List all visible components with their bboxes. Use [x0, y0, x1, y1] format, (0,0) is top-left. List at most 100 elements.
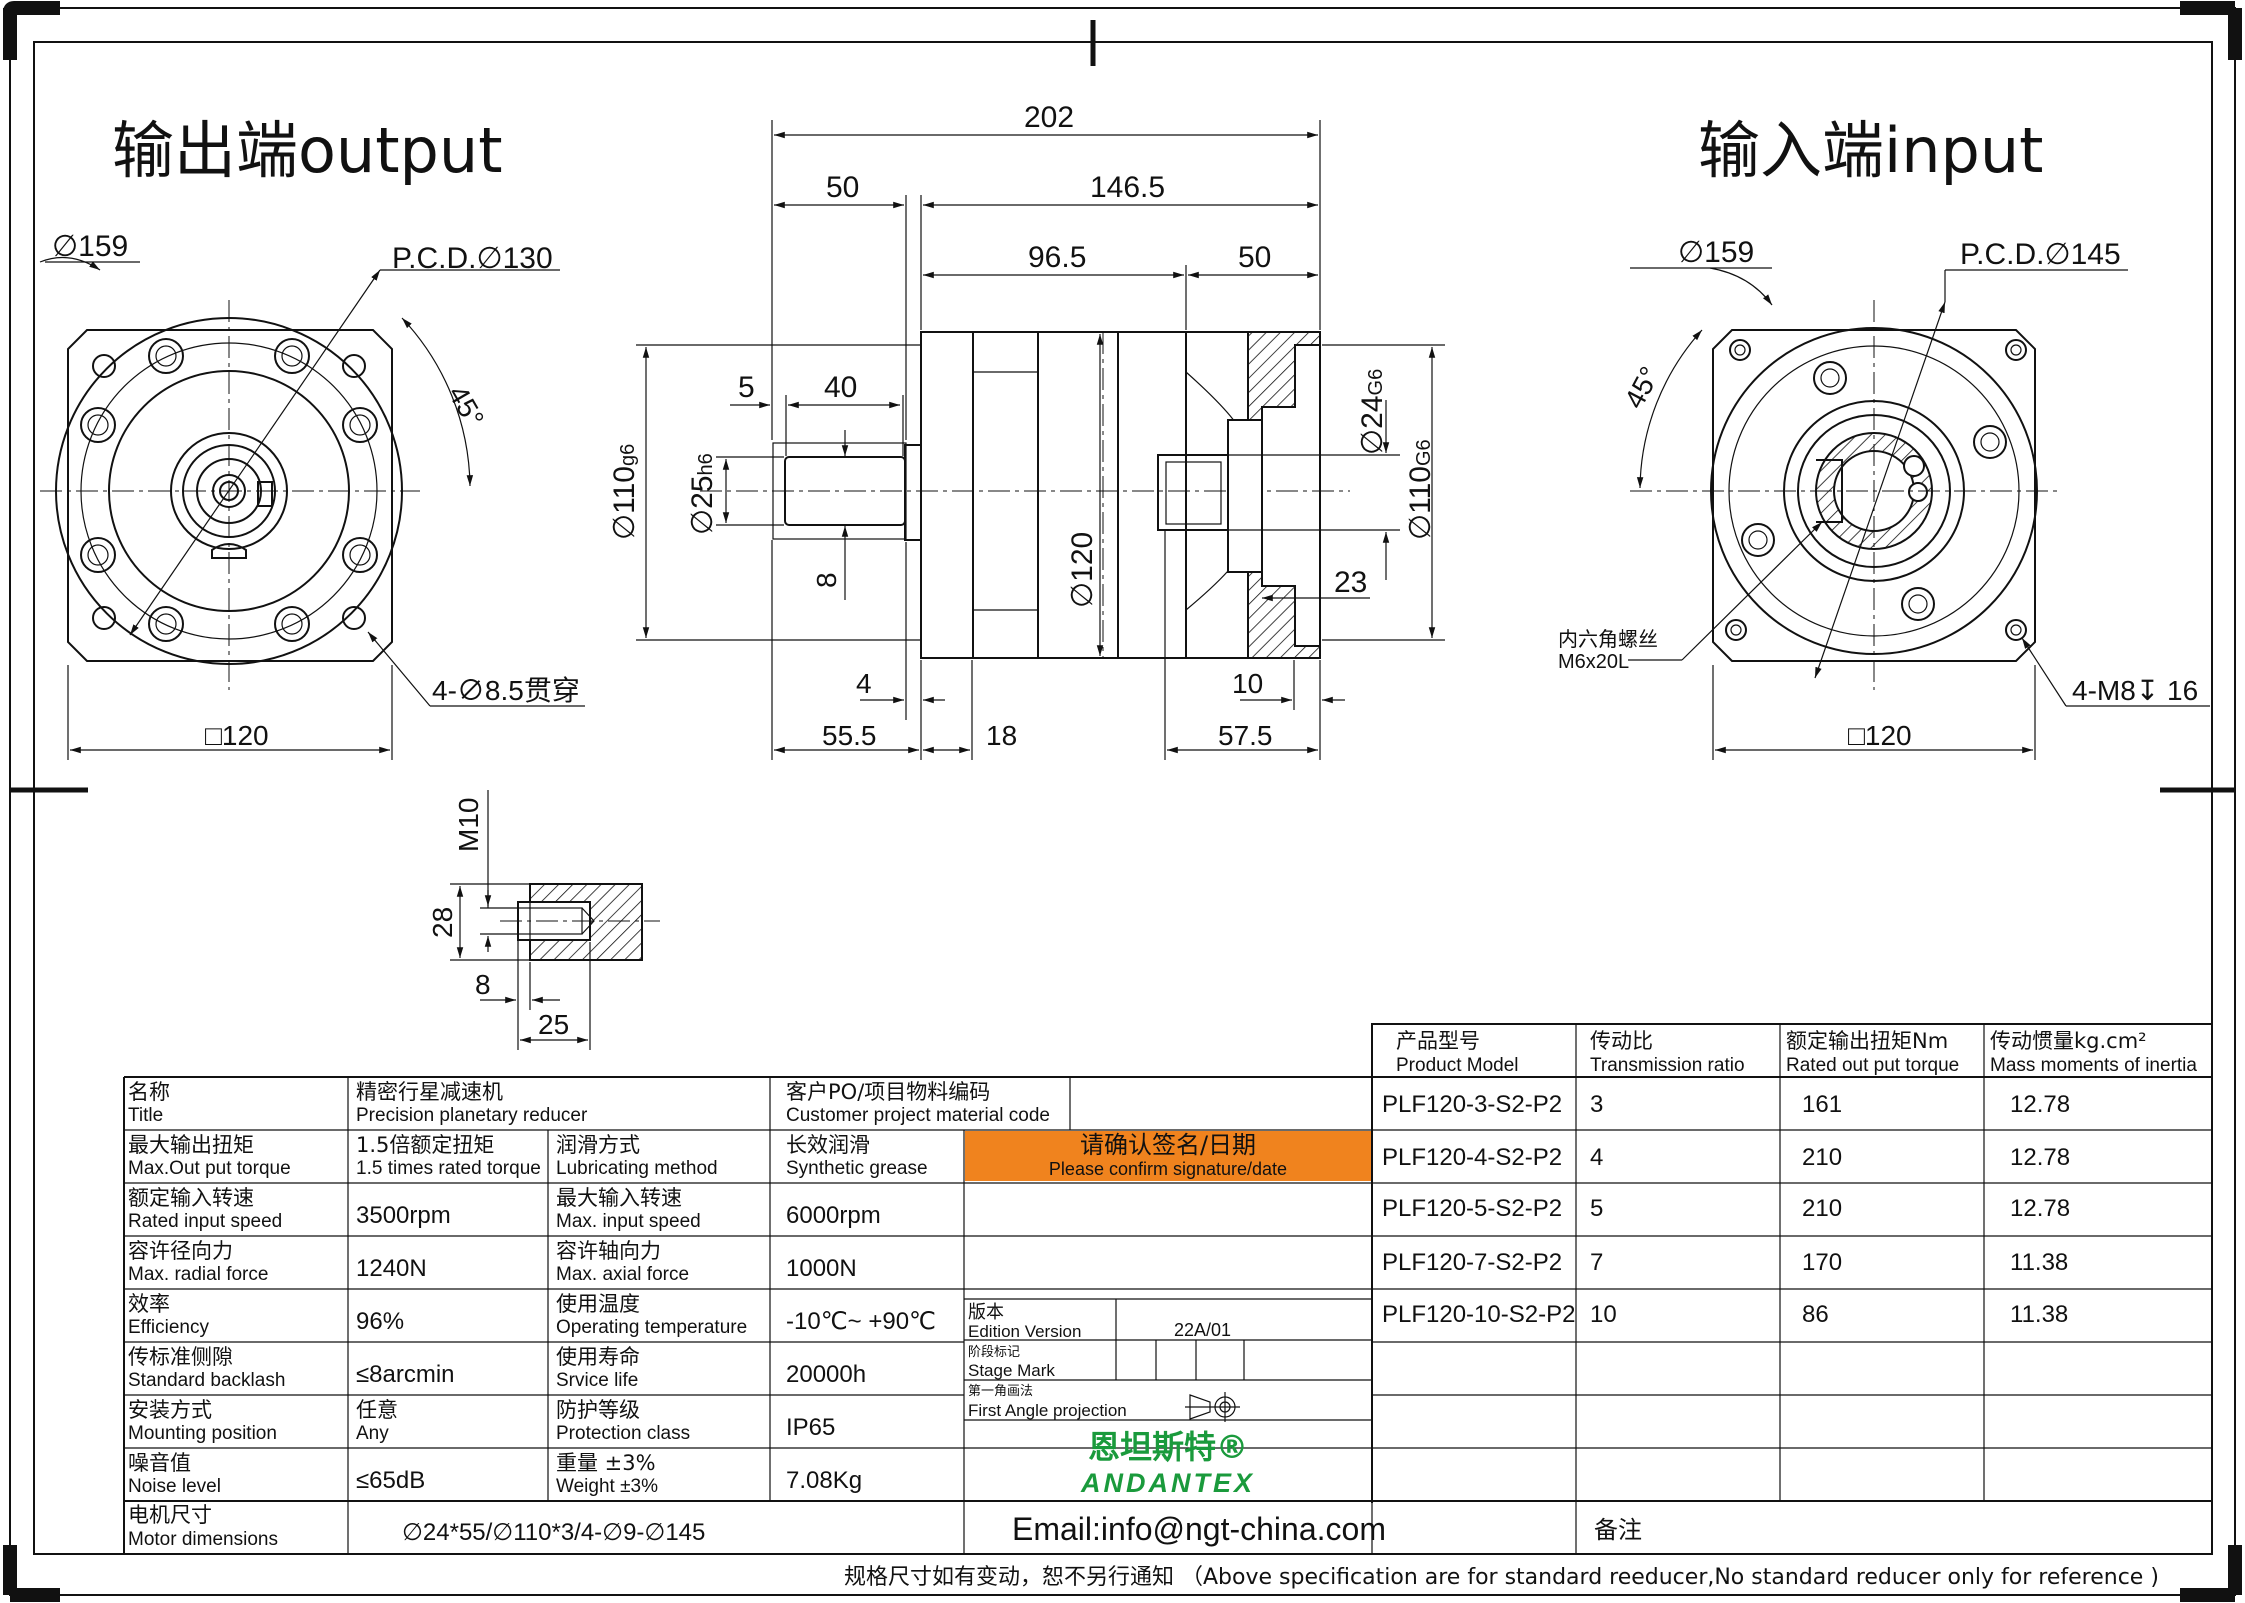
stage-cn: 阶段标记 [968, 1345, 1020, 1360]
input-view-title: 输入端input [1698, 114, 2043, 187]
spec-cell-cn: 精密行星减速机 [356, 1080, 503, 1104]
input-hole-spec: 4-M8↧ 16 [2072, 675, 2198, 706]
spec-cell-value: 1240N [356, 1255, 427, 1282]
model-name: PLF120-7-S2-P2 [1382, 1249, 1562, 1276]
signature-box[interactable] [965, 1131, 1371, 1181]
svg-text:∅110G6: ∅110G6 [1404, 439, 1437, 540]
model-header-en: Product Model [1396, 1055, 1519, 1076]
footer-note: 规格尺寸如有变动，恕不另行通知 （Above specification are… [844, 1565, 2159, 1590]
model-name: PLF120-10-S2-P2 [1382, 1301, 1575, 1328]
model-value: 12.78 [2010, 1091, 2070, 1118]
spec-cell-value: ≤65dB [356, 1467, 425, 1494]
spec-cell-cn: 额定输入转速 [128, 1186, 254, 1210]
spec-cell-cn: 润滑方式 [556, 1133, 640, 1157]
spec-cell-cn: 传标准侧隙 [128, 1345, 233, 1369]
dim-key-offset: 5 [738, 371, 755, 404]
model-header-en: Mass moments of inertia [1990, 1055, 2197, 1076]
spec-cell-en: Title [128, 1105, 163, 1126]
spec-cell-value: ≤8arcmin [356, 1361, 455, 1388]
spec-cell-value: 3500rpm [356, 1202, 451, 1229]
spec-cell-en: Max.Out put torque [128, 1158, 291, 1179]
dim-spigot-tol: g6 [617, 444, 639, 466]
edition-en: Edition Version [968, 1322, 1081, 1341]
side-section-view: 202 50 146.5 96.5 50 5 40 ∅110g6 ∅25h6 8… [608, 101, 1445, 760]
output-pcd-label: P.C.D.∅130 [392, 242, 553, 275]
dim-bore-tol: G6 [1365, 369, 1387, 396]
input-square: □120 [1848, 720, 1912, 751]
dim-shaft-tol: h6 [695, 453, 717, 475]
dim-input-spigot-dia: ∅110 [1404, 466, 1437, 540]
output-square: □120 [205, 720, 269, 751]
model-value: 3 [1590, 1091, 1603, 1118]
model-value: 4 [1590, 1144, 1603, 1171]
brand-logo-cn: 恩坦斯特® [1088, 1428, 1248, 1466]
spec-cell-en: Synthetic grease [786, 1158, 928, 1179]
model-value: 10 [1590, 1301, 1617, 1328]
spec-cell-value: 6000rpm [786, 1202, 881, 1229]
spec-cell-en: Srvice life [556, 1370, 638, 1391]
motor-dim-en: Motor dimensions [128, 1529, 278, 1550]
spec-cell-en: Operating temperature [556, 1317, 747, 1338]
motor-dim-cn: 电机尺寸 [128, 1503, 212, 1527]
spec-cell-en: Noise level [128, 1476, 221, 1497]
model-value: 86 [1802, 1301, 1829, 1328]
spec-cell-cn: 噪音值 [128, 1451, 191, 1475]
edition-value: 22A/01 [1174, 1320, 1231, 1340]
model-header-cn: 额定输出扭矩Nm [1786, 1029, 1948, 1053]
svg-text:∅110g6: ∅110g6 [608, 444, 641, 540]
model-value: 7 [1590, 1249, 1603, 1276]
spec-cell-en: Mounting position [128, 1423, 277, 1444]
spec-cell-cn: 任意 [356, 1398, 398, 1422]
input-screw-label-size: M6x20L [1558, 651, 1629, 673]
spec-cell-cn: 容许径向力 [128, 1239, 233, 1263]
dim-input-spigot-tol: G6 [1413, 439, 1435, 466]
dim-len-55: 55.5 [822, 720, 877, 751]
model-value: 161 [1802, 1091, 1842, 1118]
stage-en: Stage Mark [968, 1361, 1055, 1380]
model-header-cn: 产品型号 [1396, 1029, 1480, 1053]
brand-logo-en: ANDANTEX [1080, 1468, 1255, 1498]
output-angle: 45° [442, 380, 490, 432]
thread-detail-view: M10 28 8 25 [427, 790, 660, 1050]
input-screw-label-cn: 内六角螺丝 [1558, 627, 1658, 651]
signature-en: Please confirm signature/date [1049, 1159, 1287, 1179]
output-end-view: 输出端output P.C.D.∅130 [39, 114, 585, 760]
dim-depth-23: 23 [1334, 566, 1367, 599]
input-end-view: 输入端input P.C.D.∅145 ∅159 45° 内六角螺丝 M6x20… [1558, 114, 2210, 760]
thread-size: M10 [453, 798, 484, 852]
model-value: 170 [1802, 1249, 1842, 1276]
model-value: 12.78 [2010, 1144, 2070, 1171]
thread-d25: 25 [538, 1009, 569, 1040]
model-value: 210 [1802, 1144, 1842, 1171]
spec-cell-cn: 效率 [128, 1292, 170, 1316]
dim-input-length: 50 [1238, 241, 1271, 274]
spec-cell-cn: 使用温度 [556, 1292, 640, 1316]
model-name: PLF120-4-S2-P2 [1382, 1144, 1562, 1171]
output-hole-spec: 4-∅8.5贯穿 [432, 675, 580, 706]
input-outer-dia: ∅159 [1678, 236, 1754, 269]
spec-cell-cn: 客户PO/项目物料编码 [786, 1080, 990, 1104]
thread-depth: 28 [427, 907, 458, 938]
dim-len-57: 57.5 [1218, 720, 1273, 751]
projection-cn: 第一角画法 [968, 1384, 1033, 1399]
spec-cell-en: Rated input speed [128, 1211, 282, 1232]
dim-right-section: 146.5 [1090, 171, 1165, 204]
model-value: 11.38 [2010, 1249, 2068, 1276]
model-header-cn: 传动比 [1590, 1029, 1653, 1053]
edition-cn: 版本 [968, 1302, 1004, 1323]
spec-cell-value: -10℃~ +90℃ [786, 1308, 936, 1335]
contact-email[interactable]: Email:info@ngt-china.com [1012, 1511, 1386, 1547]
model-name: PLF120-5-S2-P2 [1382, 1195, 1562, 1222]
dim-body-dia: ∅120 [1066, 532, 1099, 608]
dim-len-18: 18 [986, 720, 1017, 751]
output-outer-dia: ∅159 [52, 230, 128, 263]
spec-cell-cn: 最大输出扭矩 [128, 1133, 254, 1157]
spec-cell-cn: 名称 [128, 1080, 170, 1104]
thread-d8: 8 [475, 969, 491, 1000]
spec-cell-value: IP65 [786, 1414, 835, 1441]
svg-text:∅24G6: ∅24G6 [1356, 369, 1389, 455]
title-block-grid [123, 1023, 2212, 1554]
model-name: PLF120-3-S2-P2 [1382, 1091, 1562, 1118]
spec-cell-en: Max. radial force [128, 1264, 268, 1285]
